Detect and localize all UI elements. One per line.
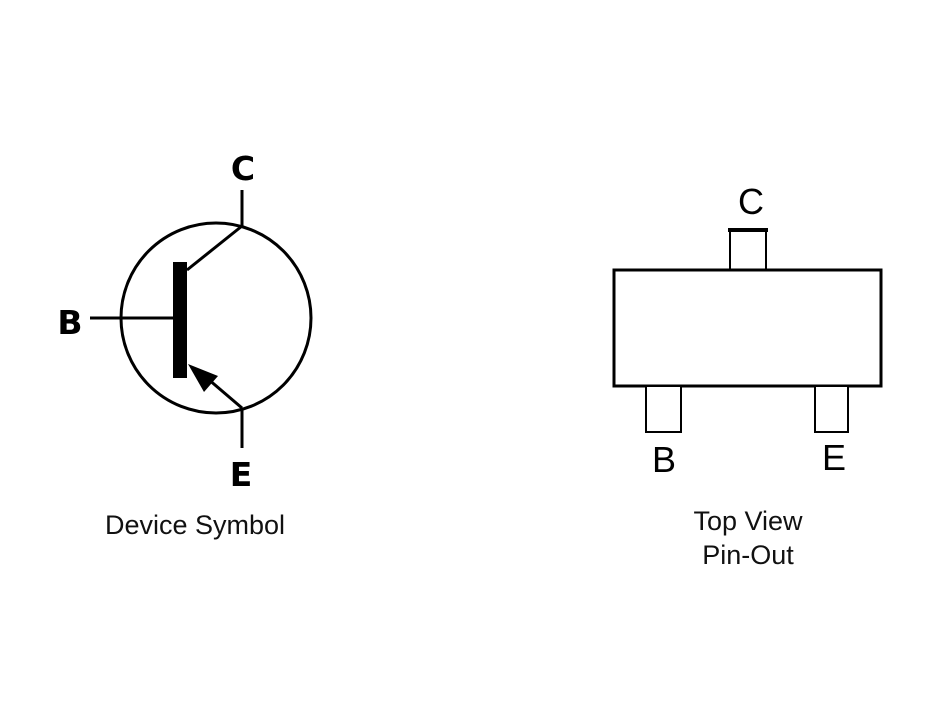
emitter-arrow-icon (188, 364, 218, 392)
pin-base (645, 385, 682, 433)
symbol-label-collector: C (231, 149, 255, 188)
package-body (612, 268, 883, 388)
pin-emitter (814, 385, 849, 433)
device-symbol-caption: Device Symbol (104, 510, 286, 540)
pinout-label-collector: C (738, 181, 764, 222)
pinout-caption: Top View Pin-Out (618, 504, 878, 572)
pinout-label-base: B (652, 439, 676, 480)
base-bar (173, 262, 187, 378)
pinout-caption-line2: Pin-Out (702, 540, 794, 570)
pinout-label-emitter: E (822, 437, 846, 478)
sot23-package-top-view: C B E (612, 181, 883, 480)
symbol-label-base: B (57, 303, 82, 342)
collector-line (186, 224, 243, 272)
pinout-caption-line1: Top View (693, 506, 803, 536)
symbol-label-emitter: E (230, 455, 253, 494)
npn-transistor-symbol: C B E (57, 149, 313, 494)
pin-collector (729, 229, 767, 271)
